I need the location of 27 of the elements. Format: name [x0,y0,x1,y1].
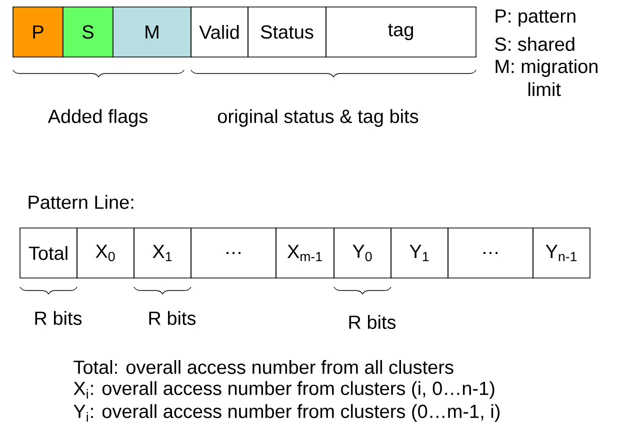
bit-field-cell: X$_{0}$ [76,228,134,278]
text-label: Y$_{i}$: overall access number from clusters (0…m-1, i) [74,404,500,422]
bit-field-cell: X$_{1}$ [134,228,192,278]
text-label: Added flags [48,109,148,127]
bit-field-cell: Valid [190,6,248,58]
legend-text: S: shared [495,37,574,51]
bit-field-cell: Status [248,6,326,58]
text-label: Pattern Line: [28,195,134,209]
bit-field-cell: Total [20,228,78,278]
text-label: X$_{i}$: overall access number from clusters (i, 0…n-1) [74,381,494,399]
legend-text: P: pattern [496,10,576,26]
bit-field-cell: … [190,228,276,278]
text-label: R bits [349,315,396,329]
bit-field-cell: Y$_{0}$ [334,228,392,278]
legend-text: M: migration limit [496,59,598,96]
bit-field-cell: Y$_{1}$ [390,228,448,278]
bit-field-cell: X$_{m-1}$ [276,228,334,278]
text-label: R bits [149,311,196,325]
text-label: original status & tag bits [218,109,418,127]
text-label: R bits [35,311,82,325]
bit-field-cell: … [448,228,534,278]
bit-field-cell: M [112,6,192,58]
text-label: Total: overall access number from all clusters [74,360,454,374]
bit-field-cell: tag [326,6,476,58]
bit-field-cell: S [62,6,114,58]
bit-field-cell: Y$_{n-1}$ [532,228,590,278]
bit-field-cell: P [12,6,64,58]
